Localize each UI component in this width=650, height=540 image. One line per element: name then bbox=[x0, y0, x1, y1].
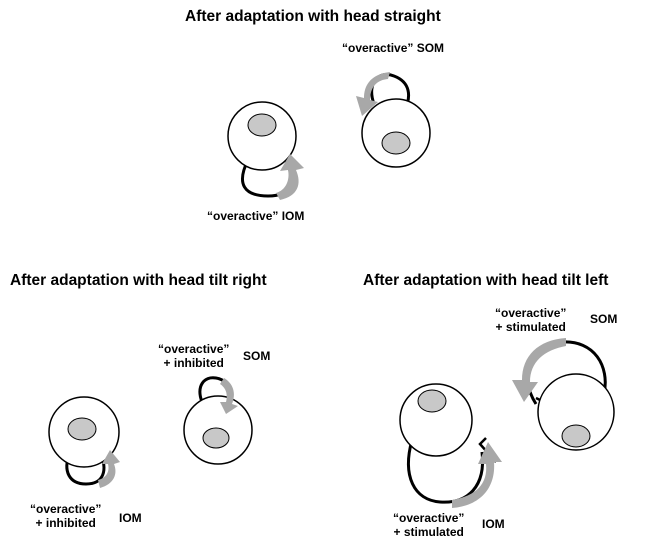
label-straight-som: “overactive” SOM bbox=[342, 41, 444, 55]
straight-right-eye bbox=[362, 99, 430, 167]
straight-left-eye bbox=[228, 102, 296, 170]
label-tiltright-som-muscle: SOM bbox=[243, 349, 270, 363]
label-tiltleft-iom-line1: “overactive” bbox=[393, 511, 464, 525]
label-tiltright-som-line1: “overactive” bbox=[158, 342, 229, 356]
label-tiltright-iom-line1: “overactive” bbox=[30, 502, 101, 516]
label-tiltright-iom-muscle: IOM bbox=[119, 511, 142, 525]
label-tiltleft-iom-line2: + stimulated bbox=[393, 525, 464, 539]
label-tiltleft-iom-desc: “overactive” + stimulated bbox=[393, 511, 464, 539]
tiltleft-iom-arrow bbox=[452, 442, 502, 508]
tiltright-right-eye bbox=[184, 396, 252, 464]
label-tiltleft-som-line1: “overactive” bbox=[495, 306, 566, 320]
label-tiltright-som-desc: “overactive” + inhibited bbox=[158, 342, 229, 370]
label-tiltleft-iom-muscle: IOM bbox=[482, 517, 505, 531]
label-tiltleft-som-desc: “overactive” + stimulated bbox=[495, 306, 566, 334]
tiltleft-right-eye bbox=[538, 374, 614, 450]
tiltleft-left-eye bbox=[400, 384, 472, 456]
label-tiltleft-som-line2: + stimulated bbox=[495, 320, 566, 334]
label-tiltright-iom-desc: “overactive” + inhibited bbox=[30, 502, 101, 530]
label-tiltright-som-line2: + inhibited bbox=[158, 356, 229, 370]
label-tiltright-iom-line2: + inhibited bbox=[30, 516, 101, 530]
label-tiltleft-som-muscle: SOM bbox=[590, 312, 617, 326]
label-straight-iom: “overactive” IOM bbox=[207, 209, 304, 223]
